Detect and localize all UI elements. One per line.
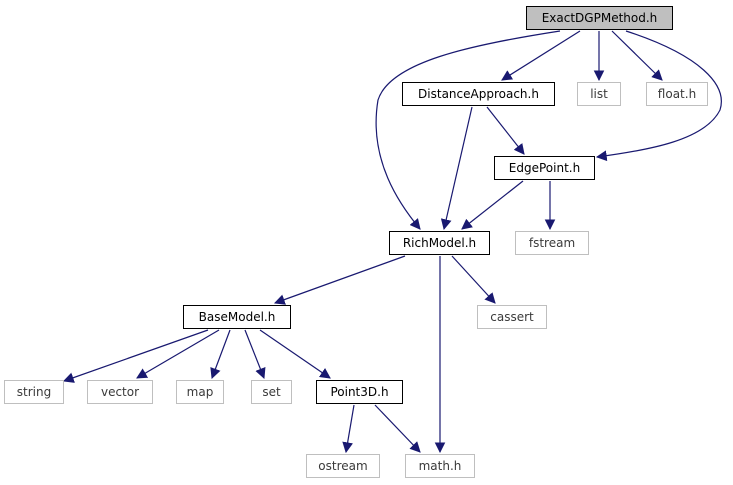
edge-base-to-vector <box>136 329 220 379</box>
edge-point-to-math <box>374 404 421 453</box>
node-richmodel-h[interactable]: RichModel.h <box>389 231 490 255</box>
node-map: map <box>176 380 224 404</box>
node-string: string <box>4 380 64 404</box>
node-edgepoint-h[interactable]: EdgePoint.h <box>494 156 595 180</box>
edge-base-to-map <box>210 329 231 380</box>
edge-exact-to-rich <box>375 30 561 230</box>
edge-dist-to-edge <box>486 106 525 155</box>
edge-rich-to-cassert <box>451 255 496 304</box>
node-float-h: float.h <box>646 82 708 106</box>
edge-base-to-string <box>62 329 209 383</box>
node-point3d-h[interactable]: Point3D.h <box>316 380 403 404</box>
node-math-h: math.h <box>405 454 475 478</box>
node-cassert: cassert <box>477 305 547 329</box>
edge-exact-to-float <box>611 30 663 81</box>
node-basemodel-h[interactable]: BaseModel.h <box>183 305 291 329</box>
node-fstream: fstream <box>515 231 589 255</box>
node-distanceapproach-h[interactable]: DistanceApproach.h <box>402 82 555 106</box>
edge-rich-to-base <box>273 255 406 305</box>
edge-dist-to-rich <box>440 106 473 231</box>
edge-edge-to-rich <box>461 180 524 230</box>
node-ostream: ostream <box>306 454 380 478</box>
edge-exact-to-dist <box>501 30 581 81</box>
node-set: set <box>251 380 292 404</box>
node-exactdgpmethod-h[interactable]: ExactDGPMethod.h <box>526 6 673 30</box>
edge-base-to-point <box>259 329 331 379</box>
node-list: list <box>577 82 621 106</box>
node-vector: vector <box>87 380 153 404</box>
edge-base-to-set <box>244 329 266 380</box>
edge-layer <box>62 30 722 454</box>
edge-exact-to-edge <box>595 30 722 162</box>
edge-point-to-ostream <box>342 404 355 454</box>
